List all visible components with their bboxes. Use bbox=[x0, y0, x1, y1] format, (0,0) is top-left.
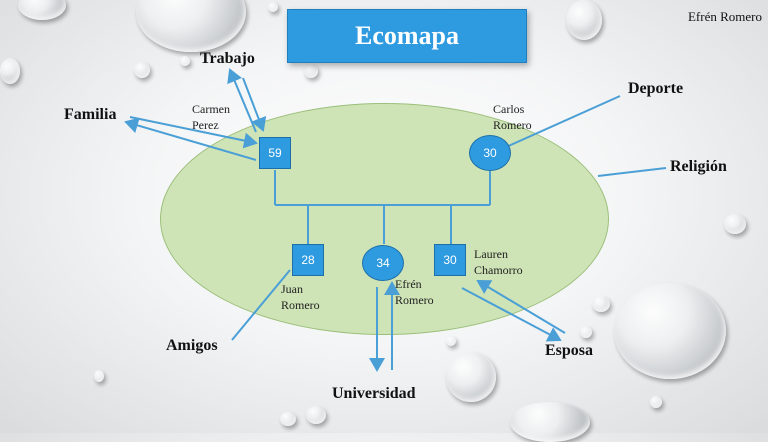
father-name: Carmen Perez bbox=[192, 101, 230, 133]
system-trabajo: Trabajo bbox=[200, 50, 255, 67]
child-age: 28 bbox=[301, 253, 315, 267]
system-universidad: Universidad bbox=[332, 385, 416, 402]
mother-name: Carlos Romero bbox=[493, 101, 532, 133]
water-drop-decoration bbox=[614, 283, 726, 379]
connections-layer bbox=[124, 68, 667, 372]
link-deporte bbox=[503, 95, 621, 149]
link-esposa-in bbox=[476, 279, 566, 334]
water-drop-decoration bbox=[18, 0, 66, 20]
water-drop-decoration bbox=[304, 64, 318, 78]
child-name-line2: Romero bbox=[395, 293, 434, 307]
water-drop-decoration bbox=[0, 58, 20, 84]
father-name-line2: Perez bbox=[192, 118, 219, 132]
father-node: 59 bbox=[259, 137, 291, 169]
child-node-juan: 28 bbox=[292, 244, 324, 276]
author-name: Efrén Romero bbox=[687, 9, 762, 24]
child-name-line2: Chamorro bbox=[474, 263, 523, 277]
link-amigos bbox=[231, 269, 291, 341]
mother-name-line2: Romero bbox=[493, 118, 532, 132]
water-drop-decoration bbox=[580, 326, 592, 338]
link-familia-out bbox=[124, 117, 257, 161]
system-familia: Familia bbox=[64, 106, 117, 123]
water-drop-decoration bbox=[650, 396, 662, 408]
child-name-efren: Efrén Romero bbox=[395, 276, 434, 308]
water-drop-decoration bbox=[446, 336, 456, 346]
link-esposa-out bbox=[461, 287, 562, 342]
link-trabajo-up bbox=[227, 68, 257, 133]
slide-title: Ecomapa bbox=[287, 9, 527, 63]
water-drop-decoration bbox=[180, 56, 190, 66]
child-age: 30 bbox=[443, 253, 457, 267]
water-drop-decoration bbox=[592, 296, 610, 312]
system-deporte: Deporte bbox=[628, 80, 684, 97]
mother-name-line1: Carlos bbox=[493, 102, 525, 116]
child-name-lauren: Lauren Chamorro bbox=[474, 246, 523, 278]
water-drop-decoration bbox=[134, 62, 150, 78]
child-name-line1: Juan bbox=[281, 282, 303, 296]
system-religion: Religión bbox=[670, 158, 727, 175]
child-name-line1: Lauren bbox=[474, 247, 508, 261]
system-esposa: Esposa bbox=[545, 342, 594, 359]
system-amigos: Amigos bbox=[166, 337, 218, 354]
water-drop-decoration bbox=[446, 352, 496, 402]
water-drop-decoration bbox=[724, 214, 746, 234]
child-node-efren: 34 bbox=[362, 245, 404, 281]
mother-age: 30 bbox=[483, 146, 497, 160]
water-drop-decoration bbox=[306, 406, 326, 424]
mother-node: 30 bbox=[469, 135, 511, 171]
child-name-juan: Juan Romero bbox=[281, 281, 320, 313]
water-drop-decoration bbox=[280, 412, 296, 426]
father-name-line1: Carmen bbox=[192, 102, 230, 116]
water-drop-decoration bbox=[94, 370, 104, 382]
child-name-line2: Romero bbox=[281, 298, 320, 312]
water-drop-decoration bbox=[268, 2, 278, 12]
child-node-lauren: 30 bbox=[434, 244, 466, 276]
link-trabajo-down bbox=[242, 77, 267, 132]
slide-title-text: Ecomapa bbox=[355, 21, 459, 50]
link-religion bbox=[597, 167, 667, 177]
father-age: 59 bbox=[268, 146, 282, 160]
water-drop-decoration bbox=[566, 0, 602, 40]
child-name-line1: Efrén bbox=[395, 277, 422, 291]
child-age: 34 bbox=[376, 256, 390, 270]
link-familia-in bbox=[129, 116, 258, 149]
